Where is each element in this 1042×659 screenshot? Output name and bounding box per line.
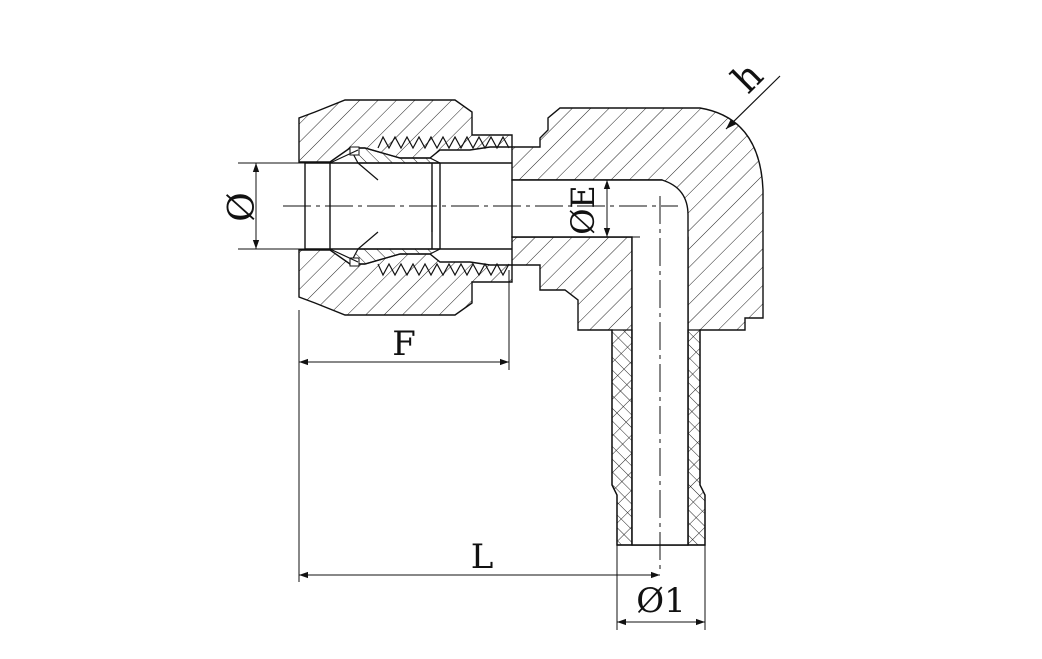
ferrule-notch-bottom bbox=[349, 257, 360, 267]
label-diameter-1: Ø1 bbox=[636, 581, 686, 621]
label-f: F bbox=[392, 324, 416, 364]
thread-bottom bbox=[377, 262, 510, 277]
elbow-body bbox=[511, 107, 764, 546]
tube-cone bbox=[329, 149, 433, 263]
label-hex: h bbox=[723, 53, 771, 101]
pipe-stub-wall-left bbox=[611, 329, 633, 546]
label-diameter: Ø bbox=[222, 192, 263, 222]
dim-diameter-e bbox=[596, 179, 640, 238]
dim-diameter-1 bbox=[616, 545, 706, 630]
nut-bottom bbox=[298, 249, 513, 316]
nut-top bbox=[298, 99, 513, 163]
dim-f bbox=[298, 270, 510, 582]
pipe-stub-wall-right bbox=[687, 329, 706, 546]
label-l: L bbox=[471, 537, 494, 577]
dim-diameter bbox=[238, 162, 305, 250]
label-diameter-e: ØE bbox=[564, 185, 602, 235]
thread-top bbox=[377, 135, 510, 150]
dim-hex-leader bbox=[725, 75, 781, 130]
